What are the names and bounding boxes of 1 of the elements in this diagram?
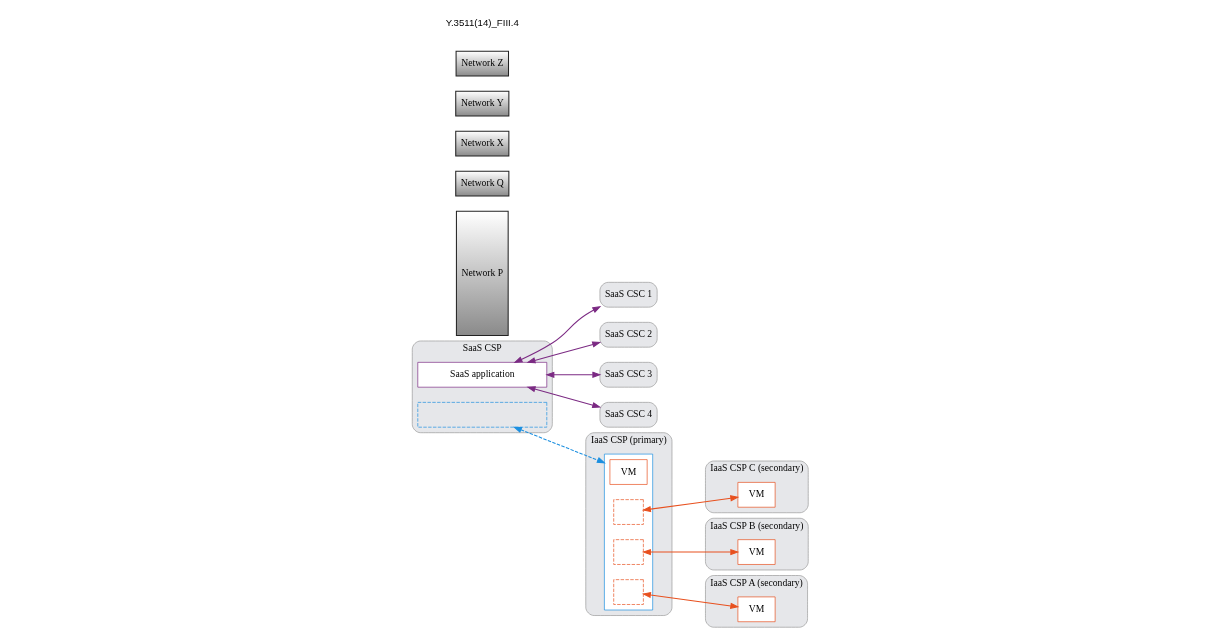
label: Y.3511(14)_FIII.4 <box>445 17 519 29</box>
